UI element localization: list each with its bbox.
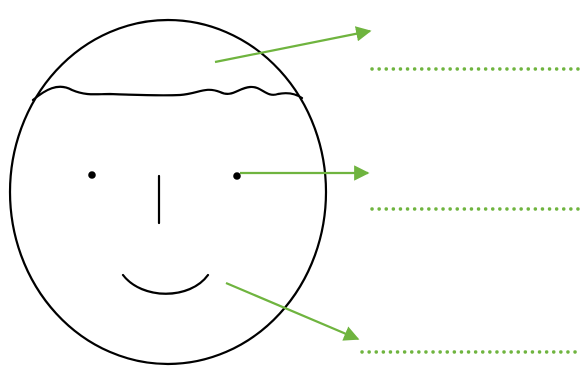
hair-line xyxy=(33,87,302,100)
hair-arrow xyxy=(215,31,370,62)
mouth-curve xyxy=(123,275,208,294)
left-eye xyxy=(88,171,96,179)
mouth-arrow xyxy=(226,283,358,339)
face-outline xyxy=(10,20,326,364)
right-eye xyxy=(233,172,241,180)
